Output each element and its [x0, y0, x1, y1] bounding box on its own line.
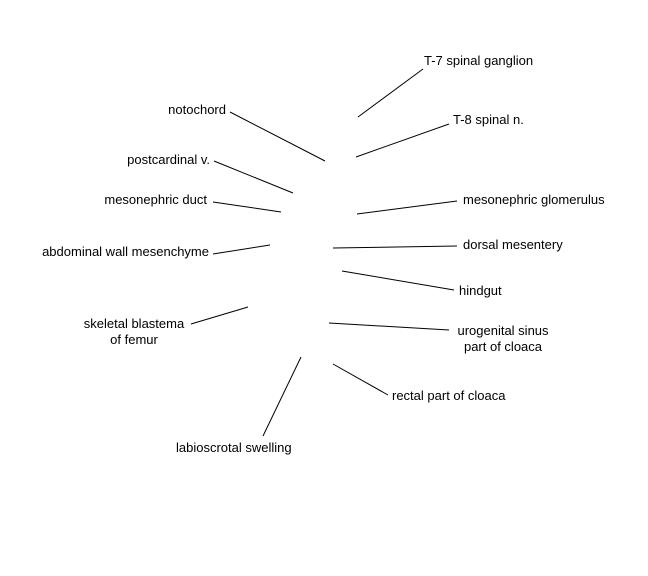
leader-line-mesonephric-glomerulus	[356, 200, 458, 215]
leader-line-dorsal-mesentery	[332, 245, 458, 249]
label-urogenital-sinus-line2: part of cloaca	[463, 339, 543, 354]
leader-line-skeletal-blastema	[190, 306, 249, 325]
label-postcardinal-vein: postcardinal v.	[127, 152, 210, 167]
label-hindgut: hindgut	[459, 283, 502, 298]
label-urogenital-sinus-line1: urogenital sinus	[457, 323, 549, 338]
label-urogenital-sinus-part-of-cloaca: urogenital sinus part of cloaca	[440, 323, 566, 355]
label-skeletal-blastema-line2: of femur	[110, 332, 158, 347]
label-notochord: notochord	[168, 102, 226, 117]
leader-lines	[190, 68, 458, 437]
label-rectal-part-of-cloaca: rectal part of cloaca	[392, 388, 506, 403]
label-skeletal-blastema-line1: skeletal blastema	[83, 316, 185, 331]
label-t8-spinal-nerve: T-8 spinal n.	[453, 112, 524, 127]
leader-line-mesonephric-duct	[212, 201, 282, 213]
label-t7-spinal-ganglion: T-7 spinal ganglion	[424, 53, 534, 68]
leader-line-labioscrotal-swelling	[262, 356, 302, 437]
label-mesonephric-duct: mesonephric duct	[104, 192, 207, 207]
leader-line-notochord	[229, 111, 326, 162]
label-labioscrotal-swelling: labioscrotal swelling	[176, 440, 292, 455]
leader-line-postcardinal-vein	[213, 160, 294, 194]
leader-line-abdominal-wall-mesenchyme	[212, 244, 271, 255]
leader-line-rectal-part-of-cloaca	[332, 363, 389, 396]
label-skeletal-blastema-of-femur: skeletal blastema of femur	[68, 316, 200, 348]
leader-line-t7-spinal-ganglion	[357, 68, 424, 118]
leader-line-hindgut	[341, 270, 455, 291]
leader-line-t8-spinal-nerve	[355, 123, 450, 158]
label-abdominal-wall-mesenchyme: abdominal wall mesenchyme	[42, 244, 209, 259]
label-mesonephric-glomerulus: mesonephric glomerulus	[463, 192, 605, 207]
label-dorsal-mesentery: dorsal mesentery	[463, 237, 563, 252]
leader-line-urogenital-sinus	[328, 322, 450, 331]
